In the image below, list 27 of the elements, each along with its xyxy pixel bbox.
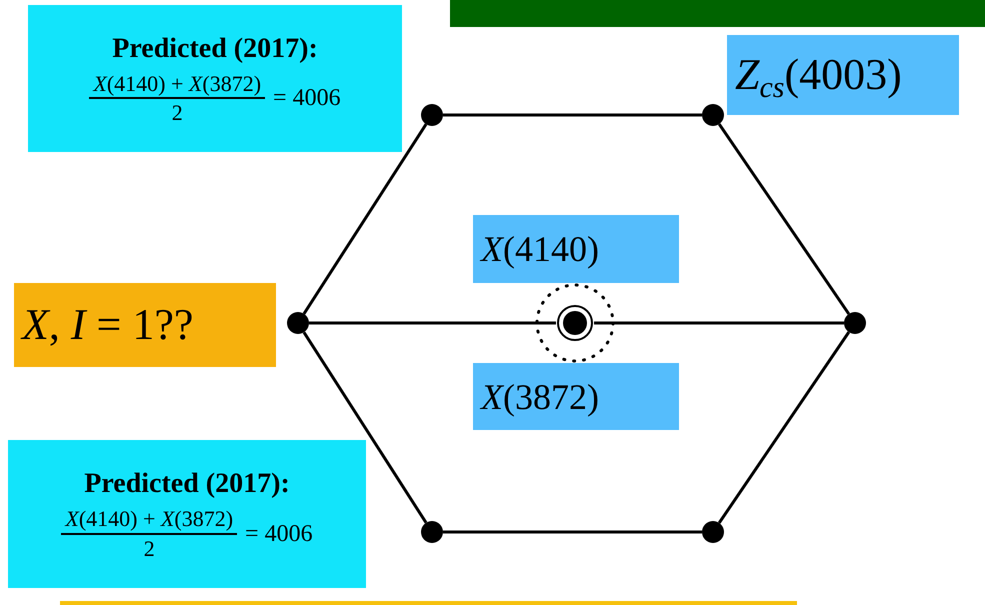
hexagon-edge [718, 331, 850, 524]
prediction-heading: Predicted (2017): [112, 32, 318, 66]
state-label: Z$_{cs}$(4003) [735, 53, 902, 97]
formula-denominator: 2 [144, 534, 155, 562]
formula-numerator: X(4140) + X(3872) [89, 70, 266, 99]
formula-denominator: 2 [172, 99, 183, 126]
hexagon-edge [718, 123, 850, 315]
hexagon-edge [302, 331, 428, 524]
hexagon-edge [443, 530, 702, 534]
formula-result: = 4006 [245, 520, 313, 548]
prediction-box [8, 440, 366, 588]
formula-numerator: X(4140) + X(3872) [61, 505, 238, 534]
hexagon-edge [594, 322, 844, 324]
hexagon-edge [302, 123, 428, 315]
state-label-box [473, 363, 679, 430]
hexagon-edge [309, 322, 556, 324]
state-label-box [14, 283, 276, 367]
prediction-box [28, 5, 402, 152]
prediction-heading: Predicted (2017): [84, 467, 290, 501]
state-label: X(4140) [481, 231, 599, 267]
state-label-box [727, 35, 959, 115]
state-label-box [473, 215, 679, 283]
state-label: X, I = 1?? [22, 303, 194, 347]
target-dot [556, 304, 594, 342]
formula-result: = 4006 [273, 84, 341, 113]
hexagon-edge [443, 114, 702, 116]
state-label: X(3872) [481, 378, 599, 414]
